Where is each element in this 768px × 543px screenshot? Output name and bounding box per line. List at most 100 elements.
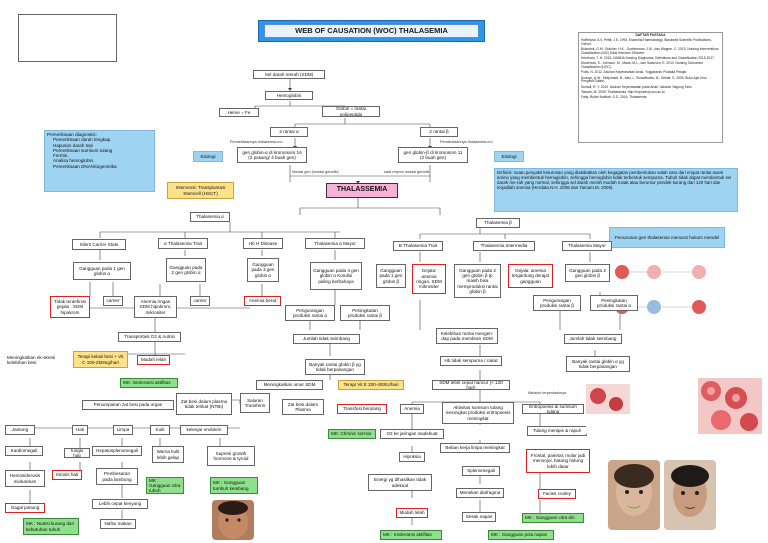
title-banner: WEB OF CAUSATION (WOC) THALASEMIA [258,20,485,42]
node-gen-beta: gen globin-β di kromosom 11 (2 buah gen) [398,147,468,163]
label-deletion-right: Penderitaannya thalasemia-mu [440,140,493,144]
node-eritropoesis: Eritropoesis di sumsum tulang [522,404,584,414]
node-hb-tidak-sempurna: Hb tidak sempurna / cakat [440,356,502,366]
red-blood-cells-image [586,376,762,436]
node-transfusi-berulang: Transfusi berulang [337,404,387,414]
node-gangguan-2-gen-beta: Gangguan pada 2 gen globin β tp masih bi… [454,264,501,298]
node-2-rantai-beta: 2 rantai β [420,127,458,137]
node-hati: Hati [72,425,88,435]
node-terapi-kelasi: Terapi kelasi besi + Vit C 100-250mg/har… [73,351,128,368]
node-melanin: Melanin terpentasimya [528,391,567,395]
reference-item: Suriadi, R. Y. 2010. Asuhan Keperawatan … [581,84,693,89]
diagnostic-box: Pemeriksaan diagnostic: Pemeriksaan dara… [44,130,155,192]
node-gejala-anemia-derajat: Gejala: anemia tergantung derajat ganggu… [508,264,553,288]
node-alpha-trait: α Thalasemia Trait [158,238,208,249]
node-kelenjar-endokrin: kelenjar endokrin [180,425,228,435]
node-pembesaran-lambung: Pembesaran pada lambung [96,468,138,485]
node-alpha-mayor: Thalasemia α Mayor [305,238,365,249]
node-thalassemia: THALASSEMIA [326,183,398,198]
node-thalasemia-alpha: Thalasemia α [190,212,230,222]
child-photo-left [608,460,660,530]
node-penumpukan-zat-besi: Penumpukan zat besi pada organ [82,400,174,410]
node-mudah-lelah-2: Mudah lelah [396,508,428,518]
node-menekan-diafragma: Menekan diafragma [456,488,504,498]
node-thalasemia-intermedia: Thalasemia Intermedia [473,241,535,251]
node-silent-carrier: Silent Carrier State [72,239,126,250]
etiologi-right: Etiologi [494,151,524,162]
node-hsct: Intervensi: Transplantasi Stemcell (HSCT… [167,182,234,199]
node-pengurangan-beta: Pengurangan produksi rantai β [533,295,581,311]
node-hbh-disease: Hb H Disease [243,238,283,249]
node-zat-besi-ntbi: Zat besi dalam plasma tidak terikat (NTB… [176,393,232,415]
node-hipoksia: Hipoksia [399,452,425,462]
node-jumlah-tidak-seimbang-1: Jumlah tidak seimbang [293,334,360,344]
node-beta-trait: B Thalasemia Trait [393,241,443,251]
mk-intoleransi-aktifitas-1: MK: Intoleransi aktifitas [120,378,178,388]
diagnostic-item: Analisa hemoglobin. [53,158,152,163]
node-sel-darah-merah: Sel darah merah (SDM) [253,70,325,79]
reference-item: Bulechek, G.M., Butcher, H.K., Dochterma… [581,46,719,55]
node-peningkatan-beta: Peningkatan produksi rantai β [340,305,390,321]
node-gen-alpha: gen globin-α di kromosom 16 (2 pasang/ 4… [237,147,307,163]
node-o2-jaringan: O2 ke jaringan inadekuat [380,429,444,439]
node-sirosis-hati: Sirosis hati [52,470,82,480]
label-deletion-left: Penderitaannya thalasemia-mu [230,140,283,144]
node-meningkatkan-ekskresi: Meningkatkan ek-skresi kelebihan besi [5,352,67,368]
node-kelebihan-rantai: Kelebihan rantai mengen-dap pada membran… [436,328,498,344]
reference-item: Herdman, T. H. 2015. NANDA Nursing Diagn… [581,55,715,60]
node-sesak-napas: Sesak napas [462,512,496,522]
inheritance-diagram [604,252,726,332]
mk-nutrisi-kurang: MK : Nutrisi kurang dari kebutuhan tubuh [23,518,79,535]
node-globin: Globin = rantai polipeptida [322,106,380,117]
node-anemia: Anemia [400,404,424,414]
definition-box: Definisi: suatu penyakit keturunan yang … [494,168,738,212]
node-gangguan-4-gen: Gangguan pada 4 gen globin α Kondisi pal… [310,262,362,290]
node-banyak-alpha: Banyak rantai globin α yg tidak berpasan… [566,356,630,372]
node-kardiomegali: Kardiomegali [5,446,43,456]
node-beban-kerja-limpa: Beban kerja limpa meningkat [440,443,510,453]
node-thalasemia-mayor: Thalasemia Mayor [562,241,612,251]
diagnostic-item: Hapusan darah tepi [53,143,152,148]
node-fungsi-hati: fungsi hati [64,448,90,458]
node-frontal-parietal: Frontal, parietal, molar jadi menonjol, … [526,449,590,473]
node-warna-kulit: Warna kulit lebih gelap [152,446,184,463]
node-anemia-berat: Anemia berat [244,296,281,306]
mk-chronic-sorrow: MK: Chronic sorrow [328,429,376,439]
node-gangguan-1-gen-beta: Gangguan pada 1 gen globin β [376,264,406,288]
node-thalasemia-beta: Thalasemia β [476,218,520,228]
diagnostic-heading: Pemeriksaan diagnostic: [47,132,98,137]
etiologi-left: Etiologi [193,151,223,162]
node-gangguan-2-gen-mayor: Gangguan pada 2 gen globin β [565,264,610,282]
node-splenomegali: Splenomegali [462,466,500,476]
node-kulit: Kulit [150,425,170,435]
node-energi-tidak-adekuat: Energi yg dihasilkan tidak adekuat [368,474,432,491]
node-gagal-jantung: Gagal jantung [5,503,45,513]
label-mutation-right: saat respon mutasi genetik [384,170,430,174]
node-tulang-menipis: Tulang menipis & rapuh [527,426,587,436]
mk-gangguan-pola-napas: MK : Gangguan pola napas [488,530,554,540]
node-aktivitas-sumsum: Aktivitas sumsum tulang meningkat produk… [442,402,514,424]
node-lebih-cepat-kenyang: Lebih cepat kenyang [92,499,148,509]
node-pengurangan-alpha: Pengurangan produksi rantai α [285,305,335,321]
node-terapi-vit-e: Terapi Vit E 200-400IU/hari [338,380,404,390]
reference-item: Moorhead, S., Johnson, M., Maas, M.L., d… [581,61,703,69]
references-panel: DAFTAR PUSTAKA Hoffbrand, A.V. Pettit, J… [578,32,723,143]
node-peningkatan-alpha: Peningkatan produksi rantai α [590,295,638,311]
mk-gangguan-tumbuh-kembang: MK : Gangguan tumbuh kembang [210,477,258,494]
reference-item: Sudoyo, A.W., Setiyohadi, B., Alwi, I., … [581,75,707,84]
mk-intoleransi-aktifitas-2: MK : Intoleransi aktifitas [380,530,442,540]
node-sdm-cepat-hancur: SDM lebih cepat hancur (< 120 hari) [432,380,510,390]
diagnostic-item: Ferritin. [53,153,152,158]
node-gangguan-1-gen: Gangguan pada 1 gen globin α [73,262,131,280]
node-banyak-beta: Banyak rantai globin β yg tidak berpasan… [305,359,365,375]
node-heme: Heme = Fe [219,108,259,117]
node-gangguan-2-gen: Gangguan pada 2 gen globin α [166,258,206,282]
reference-item: Potts, N. 2012. Asuhan Keperawatan Anak.… [581,70,688,75]
node-gangguan-3-gen: Gangguan pada 3 gen globin α [247,258,279,282]
diagnostic-item: Pemeriksaan DNA/sitogenetika [53,164,152,169]
node-hemoglobin: Hemoglobin [265,91,313,100]
node-gejala-anemia-ringan: Gejala: anemia ringan, SDM mikrositer [412,264,446,294]
node-jumlah-tidak-seimbang-2: Jumlah tidak seimbang [564,334,622,344]
child-photo-bottom [212,500,254,540]
mk-gangguan-citra-diri: MK : Gangguan citra diri [522,513,584,523]
